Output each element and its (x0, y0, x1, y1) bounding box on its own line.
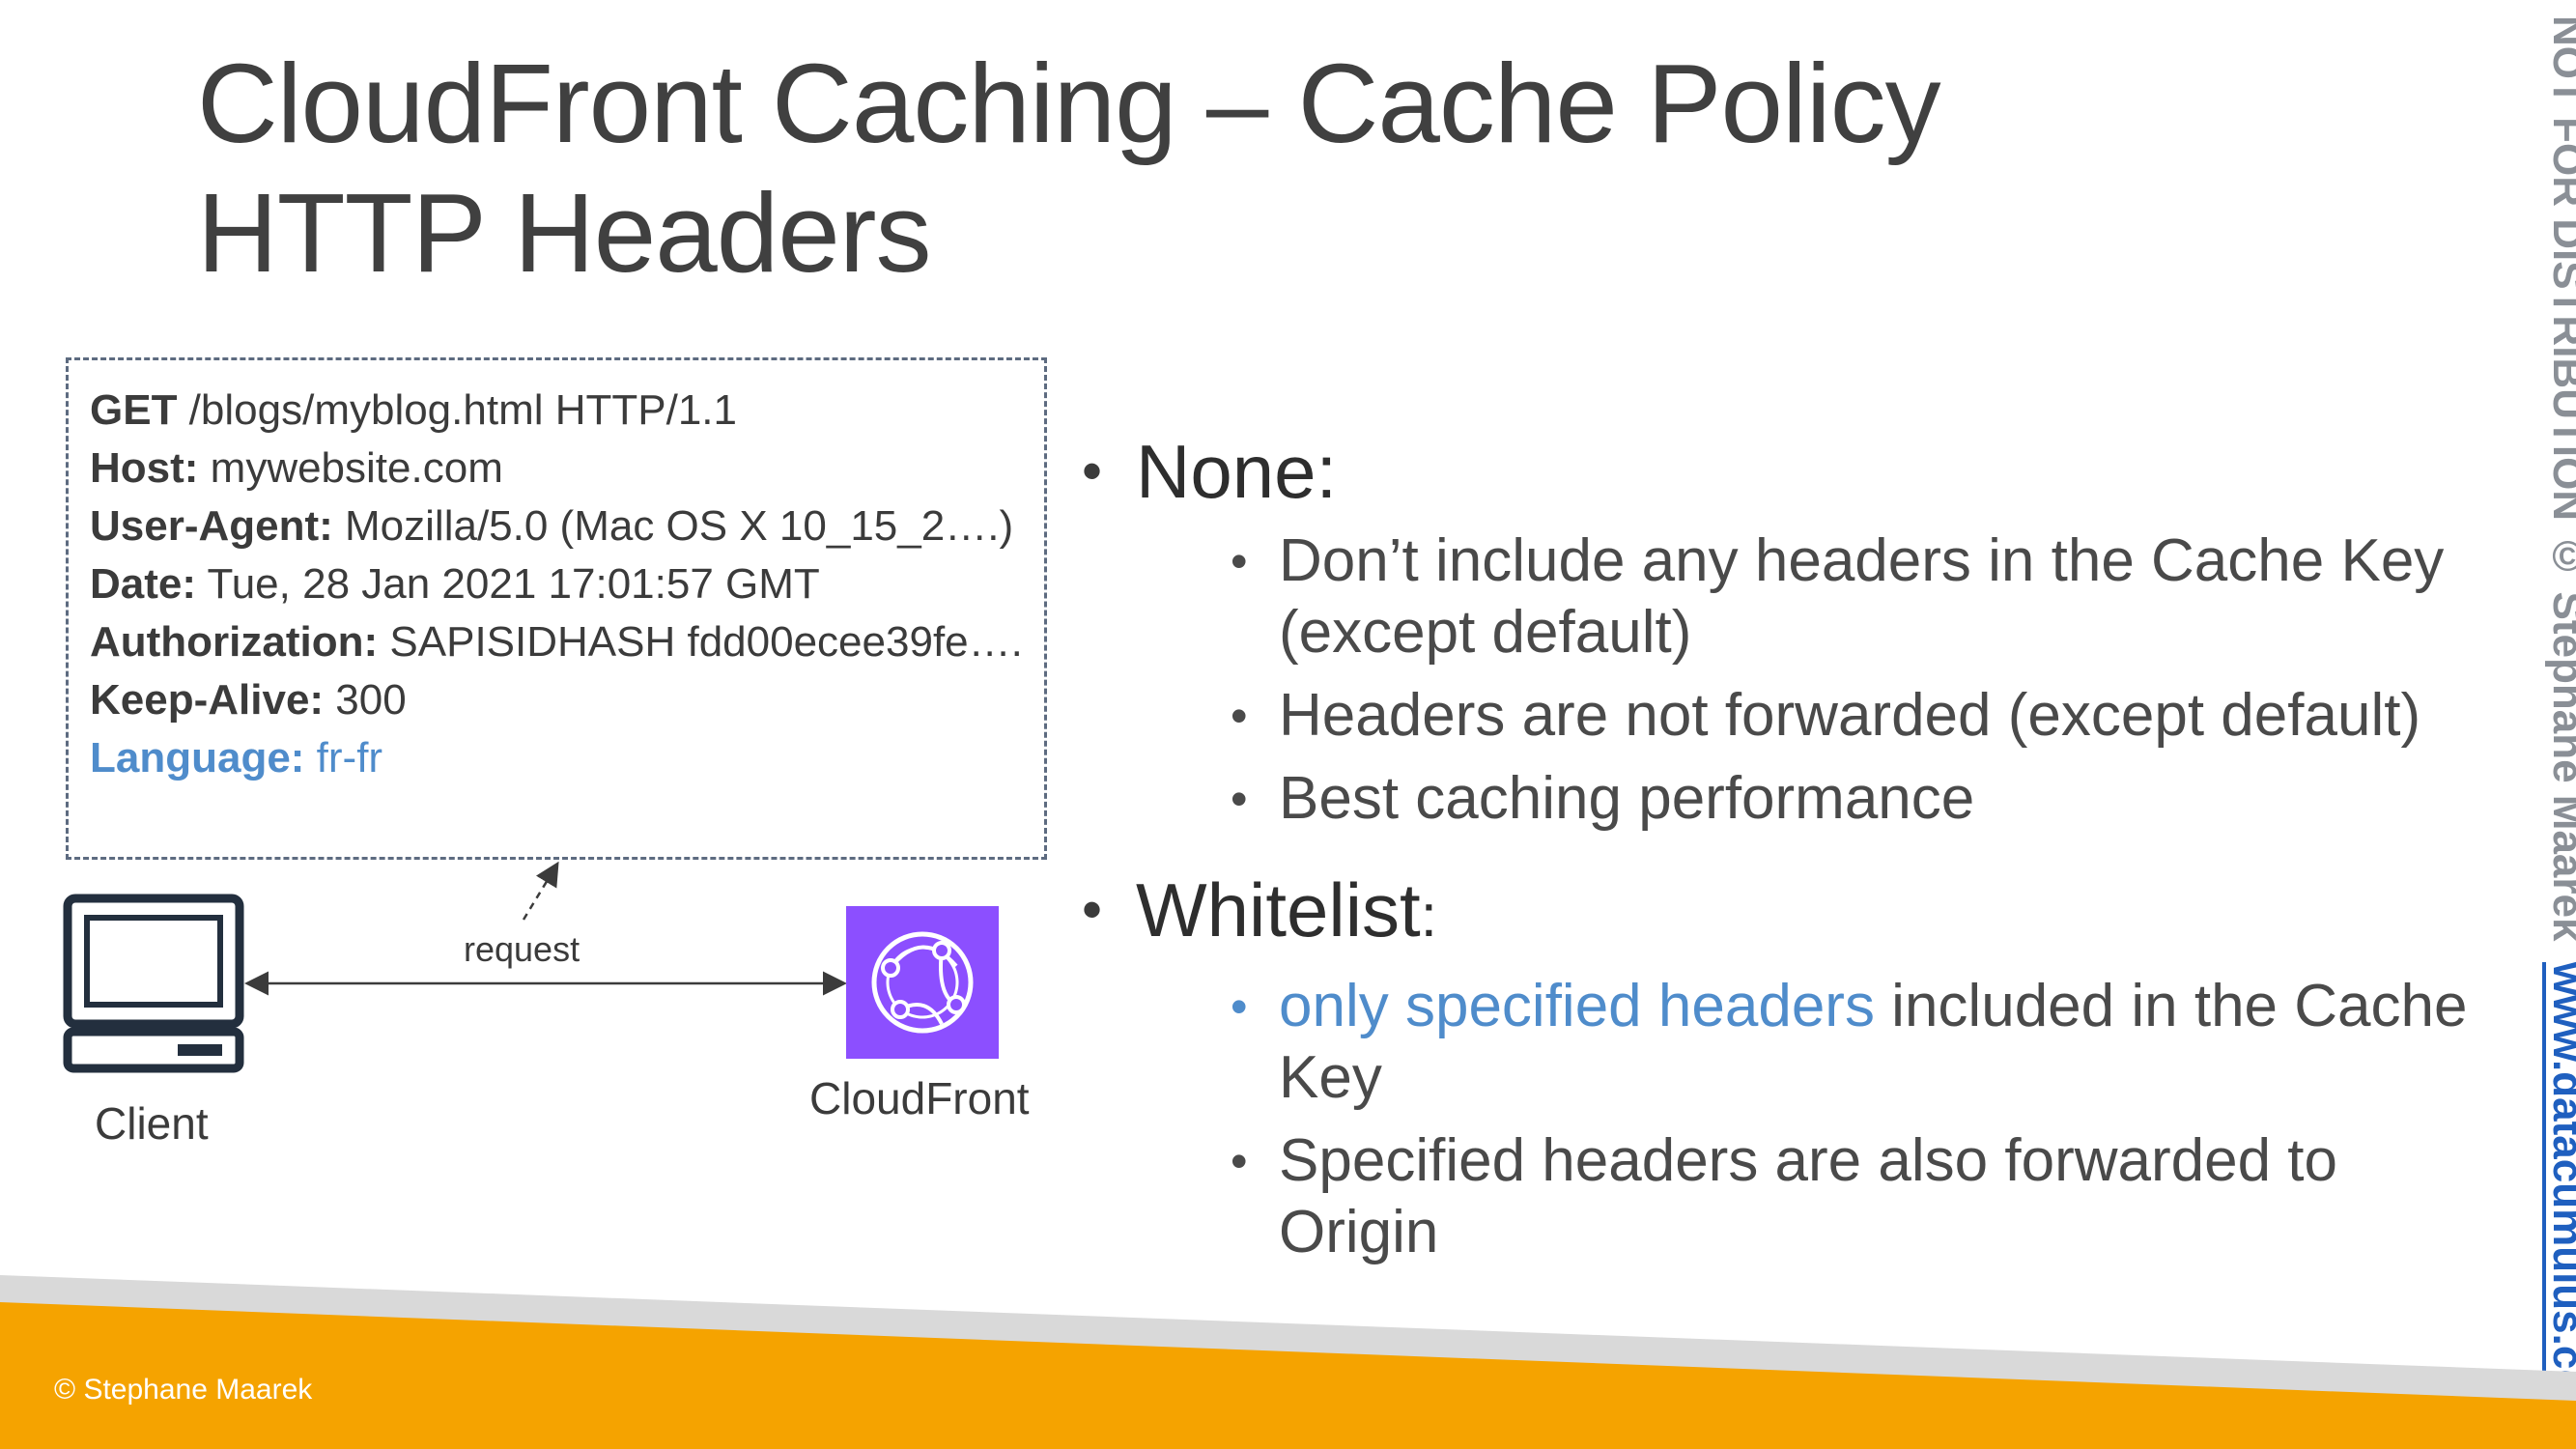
watermark-text: NOT FOR DISTRIBUTION © Stephane Maarek (2544, 15, 2576, 942)
request-key: User-Agent: (90, 502, 333, 550)
footer-copyright: © Stephane Maarek (54, 1374, 313, 1406)
request-line-language: Language: fr-fr (90, 729, 1023, 787)
request-pointer-arrow (522, 861, 559, 921)
bullet-list: None: Don’t include any headers in the C… (1082, 425, 2531, 1280)
vertical-watermark: NOT FOR DISTRIBUTION © Stephane Maarek ww… (2538, 15, 2576, 1434)
bullet-none-item-3: Best caching performance (1231, 763, 2486, 835)
bullet-whitelist-heading: Whitelist: (1082, 864, 2531, 963)
request-line-host: Host: mywebsite.com (90, 440, 1023, 497)
bullet-none-item-1: Don’t include any headers in the Cache K… (1231, 526, 2486, 668)
whitelist-heading-text: Whitelist (1136, 867, 1421, 952)
request-key: Language: (90, 734, 305, 781)
request-key: Host: (90, 444, 199, 492)
request-key: Authorization: (90, 618, 379, 666)
client-computer-icon (63, 894, 244, 1073)
request-line-keep-alive: Keep-Alive: 300 (90, 671, 1023, 729)
request-value: Tue, 28 Jan 2021 17:01:57 GMT (196, 560, 820, 608)
http-request-box: GET /blogs/myblog.html HTTP/1.1 Host: my… (66, 357, 1047, 860)
request-value: Mozilla/5.0 (Mac OS X 10_15_2….) (332, 502, 1014, 550)
whitelist-heading-colon: : (1420, 883, 1437, 950)
slide-title: CloudFront Caching – Cache Policy HTTP H… (197, 39, 1941, 298)
bullet-none-item-2: Headers are not forwarded (except defaul… (1231, 680, 2486, 752)
request-line-get: GET /blogs/myblog.html HTTP/1.1 (90, 382, 1023, 440)
request-value: /blogs/myblog.html HTTP/1.1 (177, 386, 737, 434)
request-value: mywebsite.com (198, 444, 503, 492)
bullet-whitelist-item-1: only specified headers included in the C… (1231, 971, 2486, 1114)
request-label: request (464, 929, 580, 969)
footer-band (0, 1275, 2576, 1449)
request-value: 300 (324, 676, 407, 724)
cloudfront-label: CloudFront (809, 1073, 1030, 1123)
whitelist-item-1-rest: included in the Cache Key (1279, 973, 2468, 1111)
request-key: Keep-Alive: (90, 676, 325, 724)
bullet-none-heading: None: (1082, 425, 2531, 518)
whitelist-highlight-text: only specified headers (1279, 973, 1875, 1039)
watermark-link[interactable]: www.datacumulus.com (2544, 962, 2576, 1434)
request-value: SAPISIDHASH fdd00ecee39fe…. (378, 618, 1023, 666)
request-line-authorization: Authorization: SAPISIDHASH fdd00ecee39fe… (90, 613, 1023, 671)
request-key: Date: (90, 560, 197, 608)
request-value: fr-fr (304, 734, 383, 781)
request-key: GET (90, 386, 178, 434)
client-label: Client (95, 1098, 209, 1149)
slide-title-line-2: HTTP Headers (197, 170, 931, 296)
cloudfront-icon (846, 906, 999, 1059)
request-line-user-agent: User-Agent: Mozilla/5.0 (Mac OS X 10_15_… (90, 497, 1023, 555)
slide-title-line-1: CloudFront Caching – Cache Policy (197, 41, 1941, 166)
request-line-date: Date: Tue, 28 Jan 2021 17:01:57 GMT (90, 555, 1023, 613)
bullet-whitelist-item-2: Specified headers are also forwarded to … (1231, 1125, 2486, 1268)
